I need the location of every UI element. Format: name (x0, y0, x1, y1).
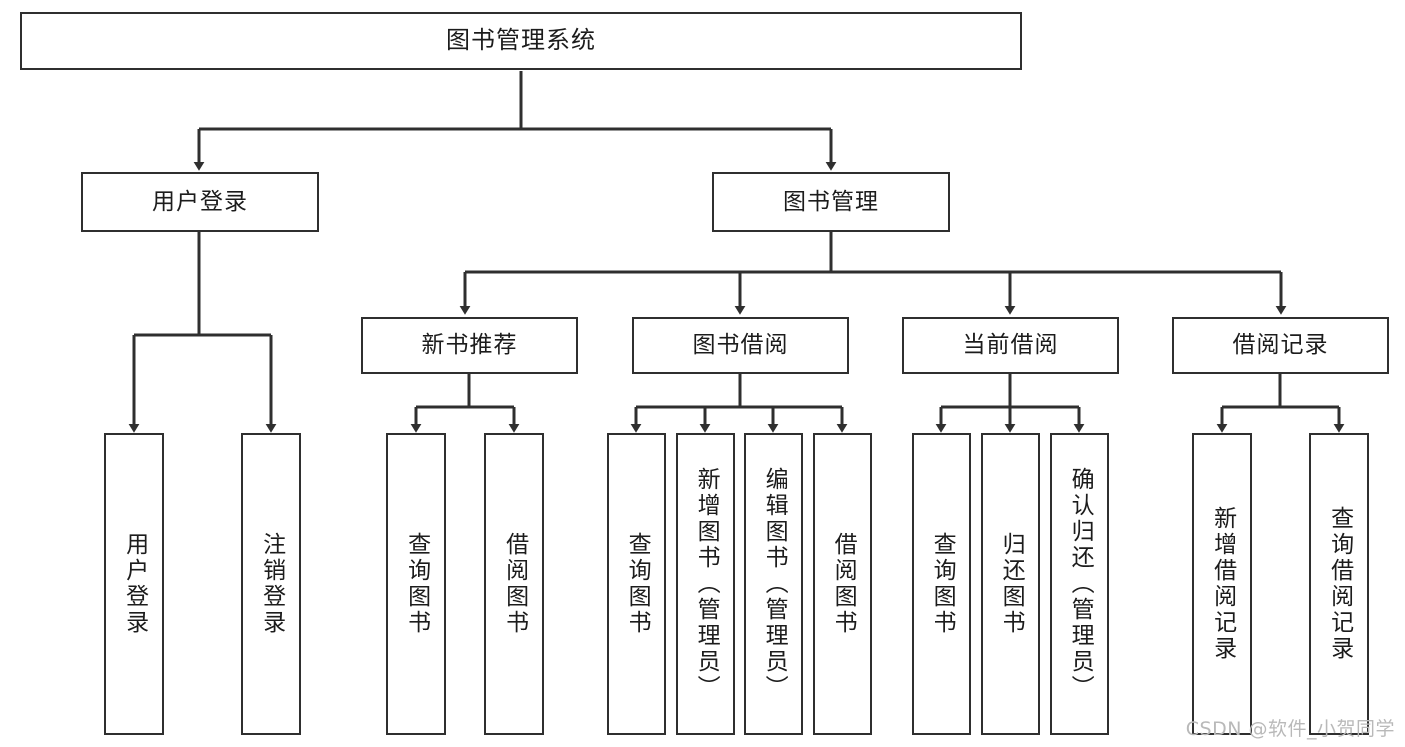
node-book-borrow[interactable]: 图书借阅 (632, 317, 849, 374)
node-label: 当前借阅 (962, 332, 1059, 359)
node-label: 查询图书 (929, 532, 956, 636)
node-root-system[interactable]: 图书管理系统 (20, 12, 1022, 70)
node-label: 查询借阅记录 (1326, 506, 1353, 662)
node-book-management[interactable]: 图书管理 (712, 172, 950, 232)
node-current-borrow[interactable]: 当前借阅 (902, 317, 1119, 374)
leaf-book-borrow-query[interactable]: 查询图书 (607, 433, 666, 735)
leaf-new-book-borrow[interactable]: 借阅图书 (484, 433, 544, 735)
node-label: 新书推荐 (421, 332, 518, 359)
node-label: 注销登录 (258, 532, 285, 636)
node-label: 借阅记录 (1232, 332, 1329, 359)
node-label: 确认归还（管理员） (1067, 467, 1094, 701)
leaf-user-login-logout[interactable]: 注销登录 (241, 433, 301, 735)
leaf-book-borrow-add[interactable]: 新增图书（管理员） (676, 433, 735, 735)
leaf-book-borrow-borrow[interactable]: 借阅图书 (813, 433, 872, 735)
leaf-user-login-login[interactable]: 用户登录 (104, 433, 164, 735)
leaf-book-borrow-edit[interactable]: 编辑图书（管理员） (744, 433, 803, 735)
node-label: 借阅图书 (501, 532, 528, 636)
node-label: 归还图书 (998, 532, 1025, 636)
node-label: 图书管理 (783, 188, 879, 215)
node-label: 新增借阅记录 (1209, 506, 1236, 662)
node-label: 借阅图书 (830, 532, 857, 636)
leaf-borrow-record-add[interactable]: 新增借阅记录 (1192, 433, 1252, 735)
node-label: 图书借阅 (692, 332, 789, 359)
leaf-new-book-query[interactable]: 查询图书 (386, 433, 446, 735)
node-label: 查询图书 (403, 532, 430, 636)
leaf-borrow-record-query[interactable]: 查询借阅记录 (1309, 433, 1369, 735)
leaf-current-borrow-confirm-return[interactable]: 确认归还（管理员） (1050, 433, 1109, 735)
node-label: 查询图书 (624, 532, 651, 636)
leaf-current-borrow-return[interactable]: 归还图书 (981, 433, 1040, 735)
leaf-current-borrow-query[interactable]: 查询图书 (912, 433, 971, 735)
watermark: CSDN @软件_小贺同学 (1185, 718, 1395, 740)
node-label: 用户登录 (152, 188, 248, 215)
node-user-login[interactable]: 用户登录 (81, 172, 319, 232)
node-label: 新增图书（管理员） (693, 467, 720, 701)
node-label: 图书管理系统 (446, 26, 596, 55)
node-new-book-recommend[interactable]: 新书推荐 (361, 317, 578, 374)
node-label: 用户登录 (121, 532, 148, 636)
node-label: 编辑图书（管理员） (761, 467, 788, 701)
node-borrow-record[interactable]: 借阅记录 (1172, 317, 1389, 374)
